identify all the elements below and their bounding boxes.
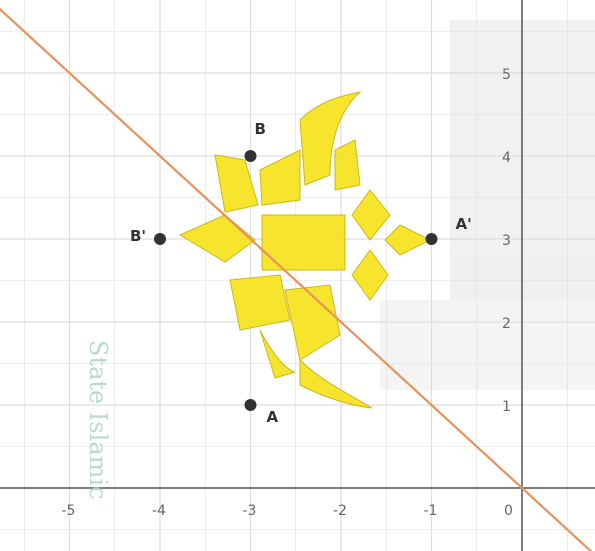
watermark-logo-shape xyxy=(351,249,389,301)
watermark-background xyxy=(380,20,595,390)
tick-labels: -5 -4 -3 -2 -1 0 1 2 3 4 5 xyxy=(62,67,513,519)
point xyxy=(154,233,166,245)
watermark-logo-shape xyxy=(299,358,373,409)
y-tick-label: 2 xyxy=(502,316,511,332)
x-tick-label: -4 xyxy=(152,503,166,519)
point-label: B' xyxy=(130,227,146,245)
y-tick-label: 3 xyxy=(502,233,511,249)
x-tick-label: -5 xyxy=(62,503,76,519)
watermark-logo-shape xyxy=(299,91,362,186)
point xyxy=(425,233,438,245)
watermark-logo xyxy=(178,91,432,409)
watermark-logo-shape xyxy=(261,214,346,271)
watermark-shape xyxy=(380,300,595,390)
watermark-logo-shape xyxy=(384,224,432,256)
watermark-logo-shape xyxy=(259,149,301,206)
watermark-logo-shape xyxy=(334,139,361,191)
watermark-logo-shape xyxy=(178,214,256,263)
point-label: A xyxy=(267,408,279,426)
y-tick-label: 5 xyxy=(502,67,511,83)
watermark-logo-shape xyxy=(284,284,341,361)
point xyxy=(244,150,257,162)
watermark-logo-shape xyxy=(229,274,291,331)
points: A B A' B' xyxy=(130,120,472,426)
watermark-logo-shape xyxy=(214,154,259,213)
watermark-logo-shape xyxy=(351,189,391,241)
x-tick-label: -1 xyxy=(424,503,438,519)
point xyxy=(244,399,257,411)
y-tick-label: 1 xyxy=(502,399,511,415)
watermark-logo-shape xyxy=(259,329,296,379)
point-label: B xyxy=(255,120,266,138)
x-tick-label: -2 xyxy=(333,503,347,519)
x-tick-label: -3 xyxy=(243,503,257,519)
y-tick-label: 4 xyxy=(502,150,511,166)
watermark-text: State Islamic xyxy=(84,340,112,500)
point-label: A' xyxy=(456,215,472,233)
x-tick-label: 0 xyxy=(504,503,513,519)
